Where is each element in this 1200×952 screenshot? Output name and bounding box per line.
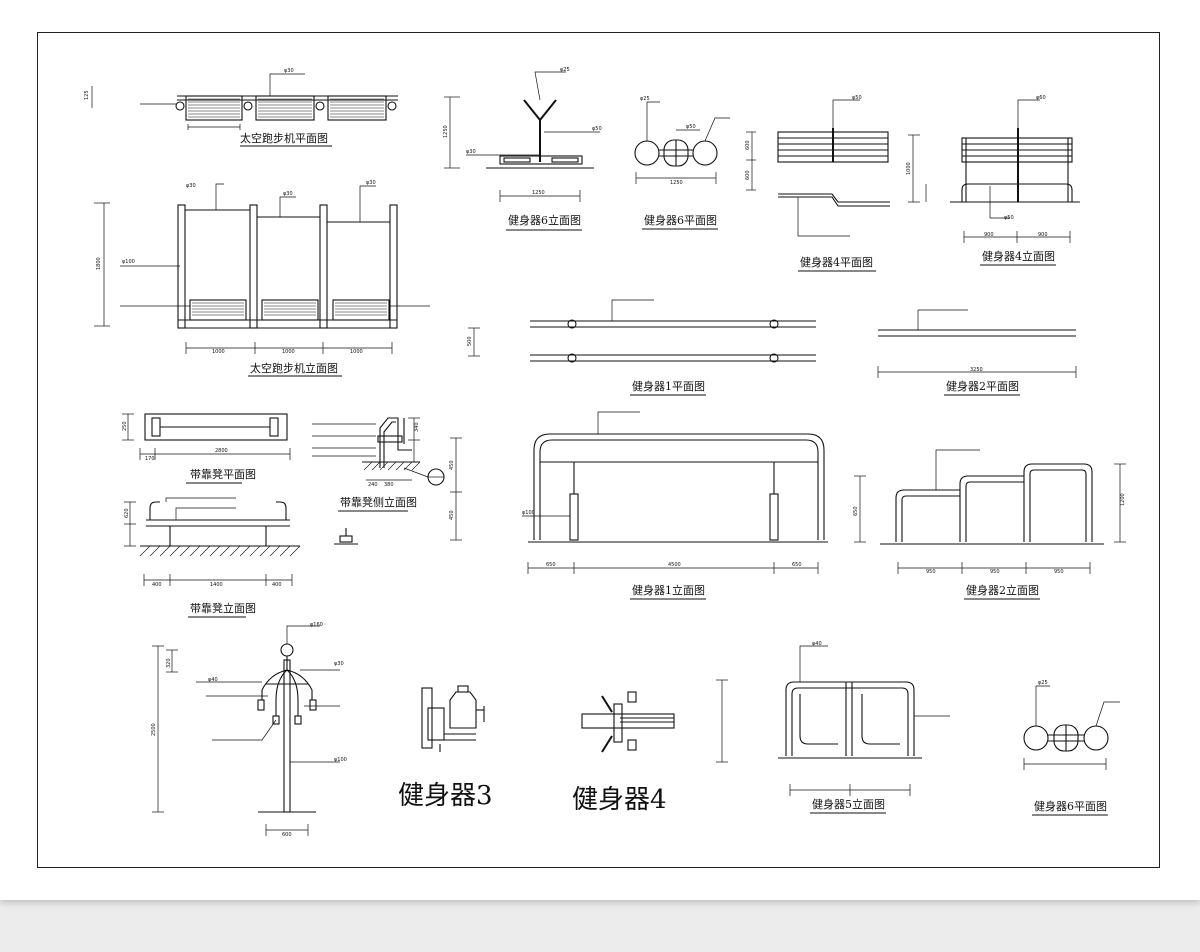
title-e6-plan-bottom: 健身器6平面图 [1034, 799, 1107, 813]
title-e1-elevation: 健身器1立面图 [632, 583, 705, 597]
dim-3250: 3250 [970, 367, 983, 373]
title-e2-plan: 健身器2平面图 [946, 379, 1019, 393]
dim-900: 900 [984, 232, 994, 238]
equipment-2-plan: 3250 健身器2平面图 [877, 309, 1077, 396]
drawing-sheet: φ30 125 太空跑步机平面图 [0, 0, 1200, 900]
dim-650: 650 [546, 562, 556, 568]
treadmill-elevation: φ30 φ30 φ30 φ100 1800 1000 1000 1000 太空跑… [94, 180, 430, 377]
note-phi50: φ50 [686, 124, 696, 130]
dim-950: 950 [990, 569, 1000, 575]
note-phi60: φ60 [1036, 95, 1046, 101]
note-phi30: φ30 [466, 149, 476, 155]
dim-1000: 1000 [282, 349, 295, 355]
title-e4-elevation: 健身器4立面图 [982, 249, 1055, 263]
dim-620: 620 [124, 508, 130, 518]
dim-1000: 1000 [350, 349, 363, 355]
title-treadmill-elevation: 太空跑步机立面图 [250, 361, 338, 375]
title-e4-plan: 健身器4平面图 [800, 255, 873, 269]
dim-1250: 1250 [532, 190, 545, 196]
note-phi40: φ40 [208, 677, 218, 683]
title-bench-plan: 带靠凳平面图 [190, 467, 256, 481]
equipment-6-plan-bottom: φ25 健身器6平面图 [1023, 680, 1120, 816]
dim-650: 650 [792, 562, 802, 568]
note-phi40: φ40 [812, 641, 822, 647]
dim-500: 500 [467, 336, 473, 346]
dim-400: 400 [272, 582, 282, 588]
title-treadmill-plan: 太空跑步机平面图 [240, 131, 328, 145]
label-equipment-3: 健身器3 [398, 781, 493, 811]
dim-600: 600 [282, 832, 292, 838]
equipment-4-elevation: φ60 φ50 1000 900 900 健身器4立面图 [906, 95, 1080, 266]
dim-450: 450 [449, 510, 455, 520]
title-e1-plan: 健身器1平面图 [632, 379, 705, 393]
title-e6-plan: 健身器6平面图 [644, 213, 717, 227]
dim-170: 170 [145, 456, 155, 462]
treadmill-plan: φ30 125 太空跑步机平面图 [84, 68, 398, 147]
dim-125: 125 [84, 90, 90, 100]
dim-4500: 4500 [668, 562, 681, 568]
note-phi25: φ25 [560, 67, 570, 73]
dim-2500: 2500 [151, 723, 157, 736]
note-phi50: φ50 [852, 95, 862, 101]
tall-equipment-elevation: φ160 φ40 φ30 φ100 2500 320 600 [151, 622, 347, 838]
dim-650-vertical: 650 [853, 506, 859, 516]
drawing-frame [37, 32, 1160, 868]
dim-1000: 1000 [212, 349, 225, 355]
equipment-3-figure: 健身器3 [398, 685, 493, 811]
equipment-1-elevation: φ100 650 4500 650 健身器1立面图 450 450 [449, 411, 828, 600]
dim-1800: 1800 [96, 257, 102, 270]
label-equipment-4: 健身器4 [572, 785, 667, 815]
dim-1000-vertical: 1000 [906, 162, 912, 175]
note-phi25: φ25 [1038, 680, 1048, 686]
equipment-5-elevation: φ40 健身器5立面图 [716, 641, 950, 814]
title-e6-elevation: 健身器6立面图 [508, 213, 581, 227]
bench-side-elevation: 340 240 380 带靠凳侧立面图 [312, 417, 445, 545]
equipment-2-elevation: 650 1200 950 950 950 健身器2立面图 [853, 449, 1126, 600]
equipment-6-elevation: φ25 φ50 φ30 1250 1250 健身器6立面图 [443, 67, 602, 231]
dim-450: 450 [449, 460, 455, 470]
equipment-1-plan: 500 健身器1平面图 [467, 299, 816, 396]
cad-drawing: φ30 125 太空跑步机平面图 [84, 67, 1126, 838]
dim-1400: 1400 [210, 582, 223, 588]
equipment-4-plan: φ50 600 600 健身器4平面图 [745, 95, 890, 272]
title-e2-elevation: 健身器2立面图 [966, 583, 1039, 597]
dim-250: 250 [122, 421, 128, 431]
title-bench-side: 带靠凳侧立面图 [340, 495, 417, 509]
equipment-6-plan: φ25 φ50 1250 健身器6平面图 [634, 96, 730, 230]
bench-plan: 170 2800 250 带靠凳平面图 [122, 413, 291, 484]
dim-950: 950 [926, 569, 936, 575]
note-phi30: φ30 [366, 180, 376, 186]
dim-2800: 2800 [215, 448, 228, 454]
dim-380: 380 [384, 482, 394, 488]
dim-950: 950 [1054, 569, 1064, 575]
dim-1250: 1250 [443, 125, 449, 138]
note-phi30: φ30 [334, 661, 344, 667]
note-phi50: φ50 [592, 126, 602, 132]
bench-elevation: 620 400 1400 400 带靠凳立面图 [124, 497, 301, 618]
note-phi25: φ25 [640, 96, 650, 102]
dim-240: 240 [368, 482, 378, 488]
dim-900: 900 [1038, 232, 1048, 238]
note-phi100: φ100 [334, 757, 347, 763]
note-phi100: φ100 [522, 510, 535, 516]
dim-340: 340 [414, 422, 420, 432]
dim-1200-vertical: 1200 [1120, 493, 1126, 506]
equipment-4-figure: 健身器4 [572, 691, 675, 815]
note-phi30: φ30 [284, 68, 294, 74]
dim-600: 600 [745, 140, 751, 150]
note-phi100: φ100 [122, 259, 135, 265]
dim-320: 320 [166, 658, 172, 668]
dim-1250: 1250 [670, 180, 683, 186]
dim-400: 400 [152, 582, 162, 588]
note-phi30: φ30 [283, 191, 293, 197]
note-phi50: φ50 [1004, 215, 1014, 221]
title-e5-elevation: 健身器5立面图 [812, 797, 885, 811]
dim-600: 600 [745, 170, 751, 180]
title-bench-elevation: 带靠凳立面图 [190, 601, 256, 615]
note-phi160: φ160 [310, 622, 323, 628]
note-phi30: φ30 [186, 183, 196, 189]
